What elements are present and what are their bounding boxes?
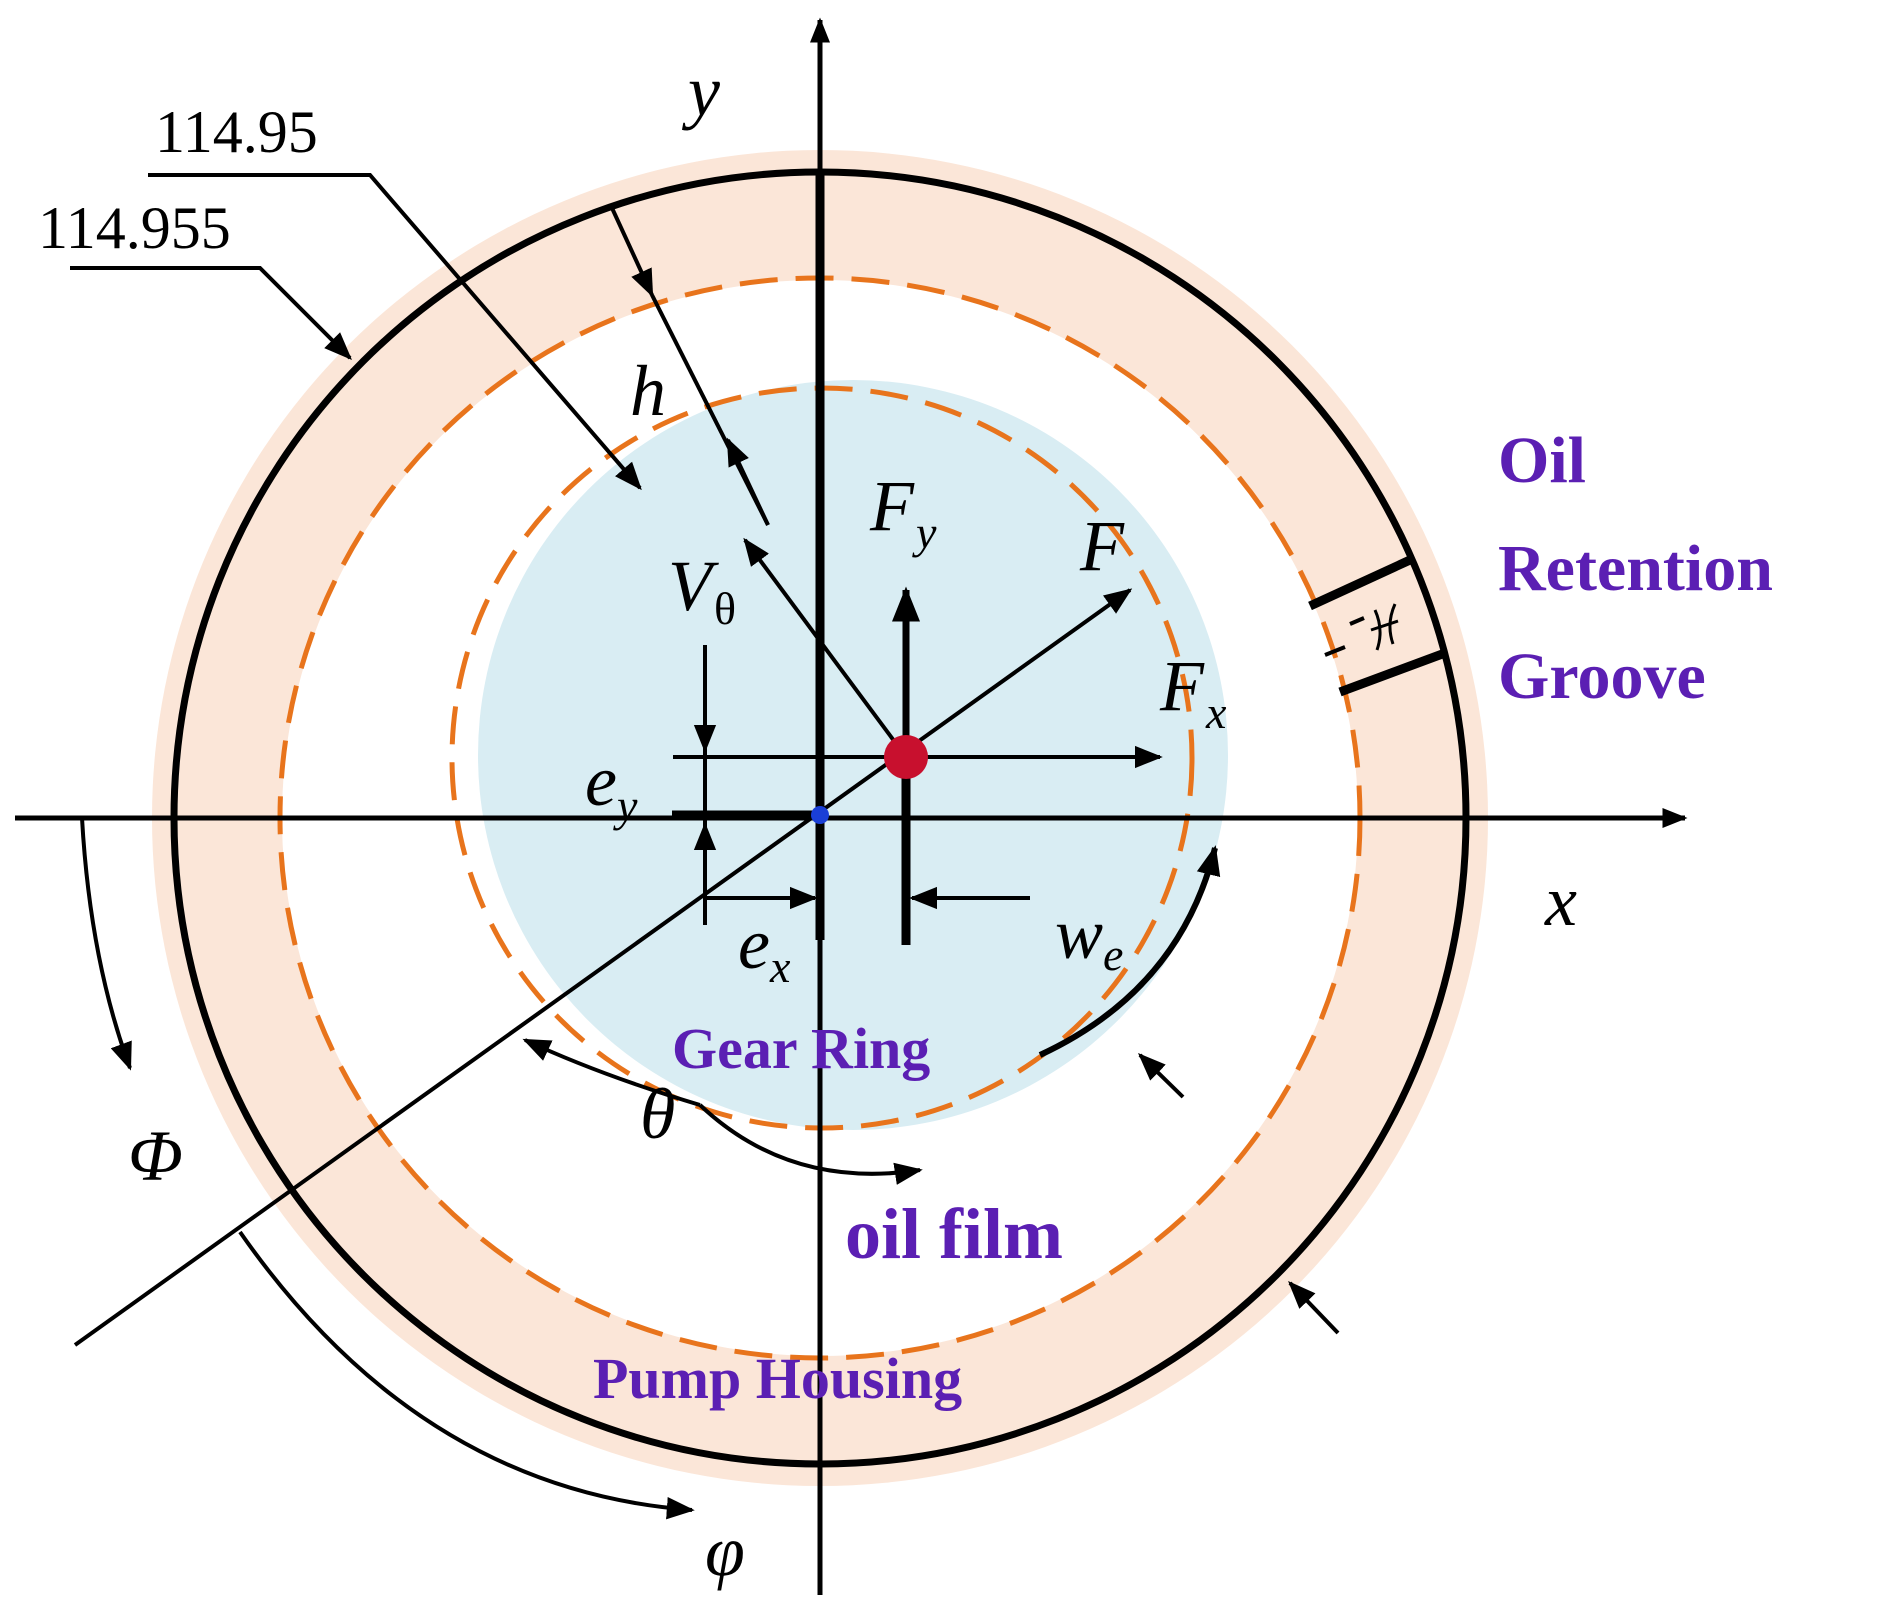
y-axis-label: y (681, 51, 720, 131)
origin-dot (811, 806, 829, 824)
we-label: we (1055, 894, 1123, 980)
h-arrow-outer (610, 207, 654, 298)
theta-arc-arrow-right (698, 1103, 923, 1185)
capital-phi-label: Φ (128, 1116, 183, 1196)
theta-label: θ (640, 1074, 675, 1154)
oil-film-label: oil film (845, 1194, 1063, 1274)
gear-center-dot (884, 735, 928, 779)
pump-housing-label: Pump Housing (593, 1346, 962, 1411)
leader-oil-film (1137, 1053, 1185, 1099)
v-theta-arrow (743, 537, 908, 759)
phi-arc-arrow (80, 817, 132, 1071)
leader-114-95 (148, 173, 642, 491)
varphi-label: φ (705, 1511, 745, 1591)
fx-label: Fx (1159, 646, 1227, 738)
x-axis-label: x (1544, 861, 1577, 941)
oil-retention-groove (1308, 555, 1447, 697)
leader-114-955 (70, 266, 352, 360)
v-theta-label: Vθ (668, 546, 736, 634)
inner-diameter-value: 114.95 (155, 99, 318, 165)
gear-ring-label: Gear Ring (672, 1016, 930, 1081)
oil-retention-groove-label-line1: Oil (1498, 424, 1586, 497)
f-label: F (1079, 506, 1125, 586)
ex-label: ex (738, 904, 791, 992)
varphi-arc-arrow (238, 1230, 695, 1520)
outer-diameter-value: 114.955 (38, 195, 231, 261)
h-label: h (630, 351, 666, 431)
fy-label: Fy (869, 466, 937, 558)
oil-retention-groove-label-line3: Groove (1498, 640, 1706, 713)
theta-reference-line (73, 588, 1133, 1347)
we-rotation-arrow (1038, 845, 1221, 1058)
h-arrow-inner (726, 437, 770, 526)
leader-pump-housing (1288, 1280, 1340, 1335)
oil-retention-groove-label-line2: Retention (1498, 532, 1773, 605)
ey-label: ey (585, 741, 638, 831)
theta-arc-arrow-left (522, 1038, 701, 1107)
